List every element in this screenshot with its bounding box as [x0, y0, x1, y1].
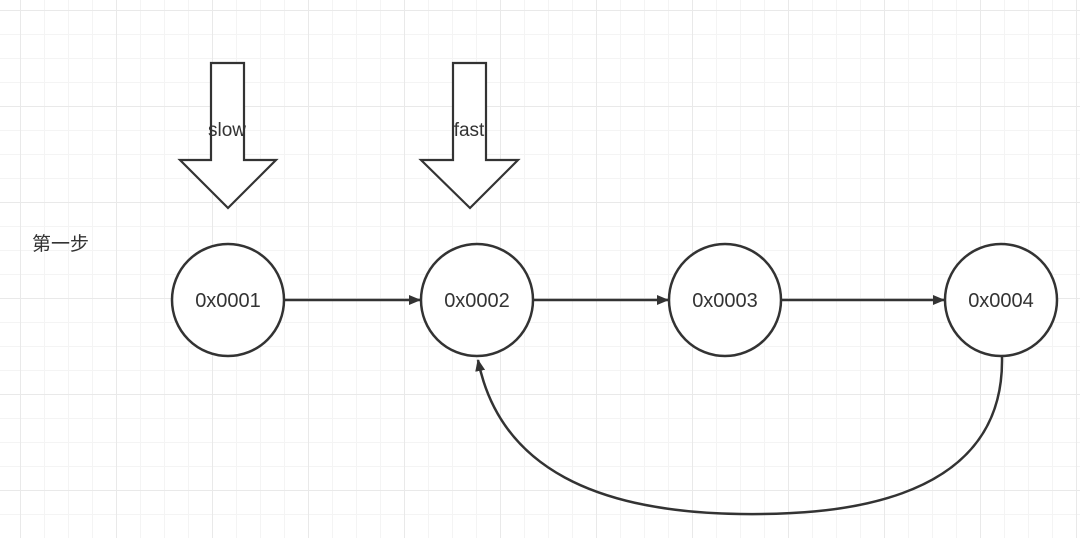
node-label: 0x0003 [692, 290, 758, 312]
node-circle [667, 242, 783, 358]
slow-pointer: slow [177, 61, 279, 210]
node-circle [419, 242, 535, 358]
node-0x0003: 0x0003 [667, 242, 783, 358]
edge-0x0004-to-0x0002 [475, 356, 1004, 516]
node-label: 0x0002 [444, 290, 510, 312]
node-circle [170, 242, 286, 358]
slow-pointer-label: slow [208, 120, 246, 141]
node-0x0002: 0x0002 [419, 242, 535, 358]
node-circle [943, 242, 1059, 358]
node-label: 0x0004 [968, 290, 1034, 312]
step-label: 第一步 [32, 233, 90, 255]
node-0x0004: 0x0004 [943, 242, 1059, 358]
node-label: 0x0001 [195, 290, 261, 312]
fast-down-arrow [418, 61, 521, 210]
node-0x0001: 0x0001 [170, 242, 286, 358]
edges [285, 295, 1004, 516]
fast-pointer: fast [418, 61, 521, 210]
slow-down-arrow [177, 61, 279, 210]
fast-pointer-label: fast [454, 120, 485, 141]
